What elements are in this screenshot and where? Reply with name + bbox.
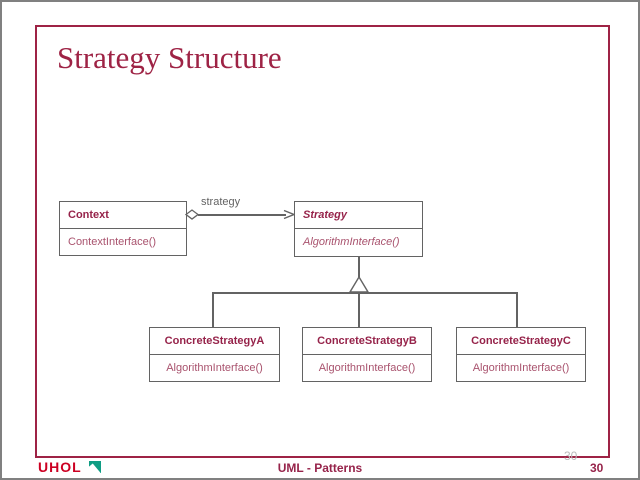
generalization-branch-a — [212, 292, 214, 328]
page-number: 30 — [590, 461, 604, 475]
hollow-triangle-icon — [349, 276, 369, 293]
footer-subject-label: UML - Patterns — [277, 461, 363, 475]
uml-class-operation: AlgorithmInterface() — [318, 362, 416, 374]
association-label: strategy — [201, 196, 241, 208]
uml-class-operation: AlgorithmInterface() — [166, 362, 263, 374]
generalization-branch-c — [516, 292, 518, 328]
uml-class-name: ConcreteStrategyA — [150, 328, 279, 355]
page-number-ghost: 30 — [564, 449, 578, 463]
uml-class-operation: AlgorithmInterface() — [472, 362, 570, 374]
open-arrow-icon — [283, 209, 295, 220]
uml-class-concrete-strategy-a[interactable]: ConcreteStrategyA AlgorithmInterface() — [149, 327, 280, 382]
uml-class-name: Strategy — [295, 202, 422, 229]
slide-border-frame — [35, 25, 610, 458]
uml-class-name: Context — [60, 202, 186, 229]
uml-class-concrete-strategy-c[interactable]: ConcreteStrategyC AlgorithmInterface() — [456, 327, 586, 382]
generalization-branch-b — [358, 292, 360, 328]
uml-class-operation: AlgorithmInterface() — [303, 236, 400, 248]
uml-class-strategy[interactable]: Strategy AlgorithmInterface() — [294, 201, 423, 257]
uml-class-name: ConcreteStrategyC — [457, 328, 585, 355]
generalization-bus-line — [212, 292, 517, 294]
footer-logo: UHOL — [38, 460, 101, 474]
uml-class-operation: ContextInterface() — [68, 236, 157, 248]
aggregation-diamond-icon — [185, 209, 199, 220]
logo-wordmark: UHOL — [38, 459, 82, 475]
page-title: Strategy Structure — [57, 40, 282, 75]
generalization-stem — [358, 257, 360, 277]
association-line — [198, 214, 286, 216]
uml-class-context[interactable]: Context ContextInterface() — [59, 201, 187, 256]
checkmark-icon — [88, 461, 101, 473]
uml-class-name: ConcreteStrategyB — [303, 328, 431, 355]
uml-class-concrete-strategy-b[interactable]: ConcreteStrategyB AlgorithmInterface() — [302, 327, 432, 382]
